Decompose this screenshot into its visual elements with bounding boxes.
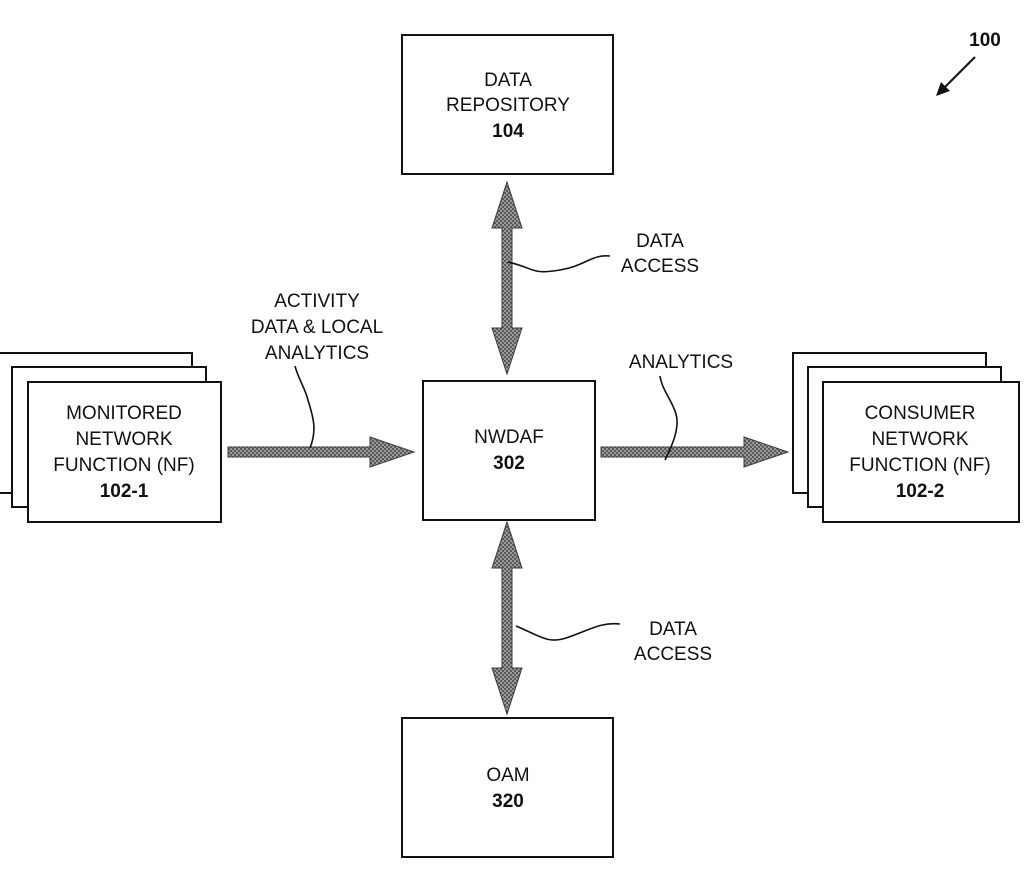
data-repository-node: DATA REPOSITORY 104	[401, 34, 614, 175]
nwdaf-node: NWDAF 302	[422, 380, 596, 521]
oam-node: OAM 320	[401, 717, 614, 858]
consumer-nf-node: CONSUMER NETWORK FUNCTION (NF) 102-2	[792, 352, 1020, 523]
activity-label: ACTIVITY DATA & LOCAL ANALYTICS	[251, 291, 383, 364]
monitored-nf-box	[27, 381, 222, 523]
activity-label-1: ACTIVITY	[274, 291, 360, 312]
top-access-label: DATA ACCESS	[621, 231, 699, 277]
top-access-label-1: DATA	[636, 231, 684, 252]
bottom-access-leader	[515, 622, 621, 641]
activity-label-3: ANALYTICS	[265, 343, 369, 364]
top-access-label-2: ACCESS	[621, 256, 699, 277]
top-access-leader	[507, 255, 611, 273]
analytics-label-1: ANALYTICS	[629, 352, 733, 373]
analytics-label: ANALYTICS	[629, 352, 733, 373]
oam-box	[401, 717, 614, 858]
data-repository-label-1: DATA	[484, 70, 532, 91]
monitored-nf-label-1: MONITORED	[66, 403, 182, 424]
data-repository-label-2: REPOSITORY	[446, 95, 570, 116]
consumer-nf-label-1: CONSUMER	[865, 403, 976, 424]
figure-ref-leader	[941, 56, 976, 91]
top-double-arrow	[491, 180, 523, 376]
monitored-nf-ref: 102-1	[100, 481, 149, 502]
figure-ref-arrowhead	[936, 82, 950, 96]
monitored-nf-label-3: FUNCTION (NF)	[53, 455, 194, 476]
analytics-arrow	[600, 436, 790, 468]
oam-ref: 320	[492, 791, 524, 812]
figure-reference: 100	[936, 30, 1001, 96]
consumer-nf-box	[822, 381, 1020, 523]
nwdaf-box	[422, 380, 596, 521]
consumer-nf-label-3: FUNCTION (NF)	[849, 455, 990, 476]
activity-arrow	[227, 436, 416, 468]
nwdaf-ref: 302	[493, 453, 525, 474]
bottom-access-label: DATA ACCESS	[634, 619, 712, 665]
data-repository-ref: 104	[492, 121, 524, 142]
data-repository-box	[401, 34, 614, 175]
monitored-nf-label-2: NETWORK	[75, 429, 172, 450]
activity-leader	[294, 365, 315, 449]
monitored-nf-node: MONITORED NETWORK FUNCTION (NF) 102-1	[0, 352, 222, 523]
figure-ref-number: 100	[969, 30, 1001, 51]
analytics-leader	[659, 375, 678, 461]
activity-label-2: DATA & LOCAL	[251, 317, 383, 338]
nwdaf-label: NWDAF	[474, 427, 544, 448]
consumer-nf-label-2: NETWORK	[871, 429, 968, 450]
bottom-access-label-1: DATA	[649, 619, 697, 640]
bottom-access-label-2: ACCESS	[634, 644, 712, 665]
bottom-double-arrow	[491, 520, 523, 716]
oam-label: OAM	[486, 765, 529, 786]
consumer-nf-ref: 102-2	[896, 481, 945, 502]
